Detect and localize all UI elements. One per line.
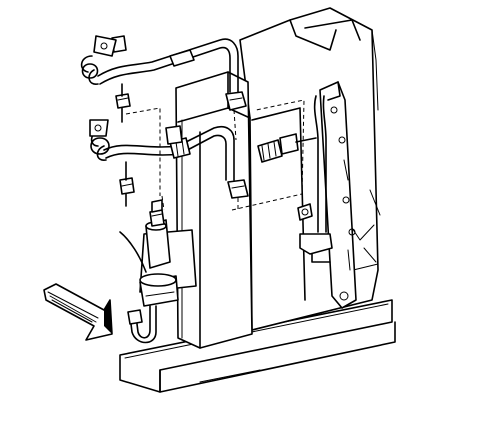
- right-fitting: [257, 133, 317, 221]
- inline-filter: [119, 199, 197, 344]
- upper-cooler-line: [80, 35, 247, 123]
- core-support-panel: [239, 7, 381, 331]
- dashed-guides: [125, 99, 305, 211]
- cooler-column: [175, 71, 253, 349]
- side-bracket: [319, 81, 357, 309]
- lower-cooler-line: [89, 119, 249, 212]
- frame-rail: [119, 299, 396, 393]
- front-direction-arrow: [43, 283, 113, 341]
- inner-hose: [299, 95, 333, 263]
